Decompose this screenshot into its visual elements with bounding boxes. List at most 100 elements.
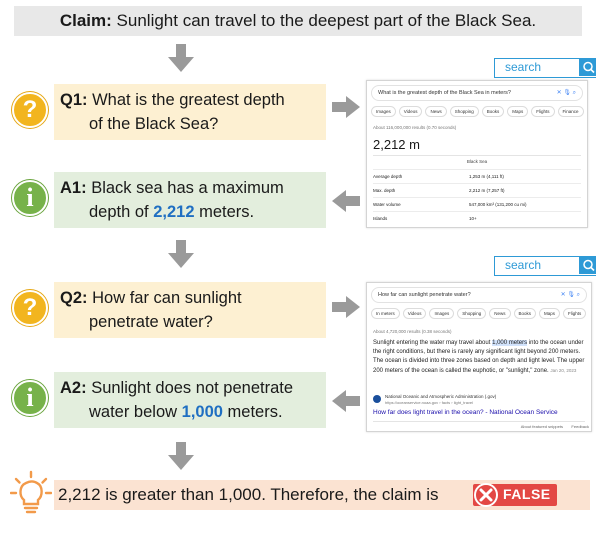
result1-tab[interactable]: Books: [481, 106, 505, 117]
left-arrow-icon: [332, 390, 360, 412]
answer-card-a2: A2: Sunlight does not penetrate water be…: [54, 372, 326, 428]
search-button[interactable]: [579, 257, 596, 274]
result1-tab[interactable]: Videos: [398, 106, 423, 117]
table-value: 10+: [469, 216, 477, 221]
conclusion-text: 2,212 is greater than 1,000. Therefore, …: [58, 485, 439, 504]
result2-tab[interactable]: Images: [429, 308, 455, 319]
search-result-2: How far can sunlight penetrate water? ✕ …: [366, 282, 592, 432]
result2-query-bar: How far can sunlight penetrate water? ✕ …: [371, 287, 587, 303]
false-verdict-badge: FALSE: [473, 483, 557, 507]
a1-label: A1:: [60, 179, 87, 197]
info-icon: i: [12, 380, 48, 416]
result1-tab[interactable]: News: [425, 106, 447, 117]
right-arrow-icon: [332, 96, 360, 118]
search-toolbar-icons: ✕ 🎙 ⌕: [560, 292, 580, 298]
claim-box: Claim: Sunlight can travel to the deepes…: [14, 6, 582, 36]
table-value: 547,000 km³ (131,200 cu mi): [469, 202, 527, 207]
down-arrow-icon: [168, 240, 194, 268]
result1-query: What is the greatest depth of the Black …: [378, 90, 511, 96]
snippet-highlight: 1,000 meters: [492, 340, 528, 346]
table-row: Max. depth 2,212 m (7,257 ft): [373, 183, 581, 197]
result2-tab[interactable]: Videos: [402, 308, 427, 319]
question-icon: ?: [12, 92, 48, 128]
a1-line2-pre: depth of: [89, 203, 154, 221]
question-card-q2: Q2: How far can sunlight penetrate water…: [54, 282, 326, 338]
result1-tab[interactable]: Finance: [557, 106, 584, 117]
result2-tab[interactable]: Shopping: [457, 308, 487, 319]
result2-snippet: Sunlight entering the water may travel a…: [373, 339, 585, 376]
snippet-text: into the ocean under the right condition…: [373, 340, 585, 374]
lightbulb-icon: [10, 470, 52, 514]
table-key: Average depth: [373, 174, 403, 179]
table-key: Water volume: [373, 202, 401, 207]
result2-meta: About 4,720,000 results (0.38 seconds): [373, 329, 452, 334]
result2-tab[interactable]: Books: [513, 308, 537, 319]
search-button[interactable]: [579, 59, 596, 76]
footer-about[interactable]: About featured snippets: [520, 424, 563, 429]
claim-text: Sunlight can travel to the deepest part …: [116, 11, 537, 30]
table-key: Islands: [373, 216, 388, 221]
result1-table: Average depth 1,253 m (4,111 ft) Max. de…: [373, 169, 581, 225]
q1-line2: of the Black Sea?: [89, 115, 219, 133]
a2-line2-pre: water below: [89, 403, 182, 421]
result1-meta: About 116,000,000 results (0.70 seconds): [373, 125, 457, 130]
q1-line1: What is the greatest depth: [92, 91, 285, 109]
info-icon: i: [12, 180, 48, 216]
table-row: Islands 10+: [373, 211, 581, 225]
q1-label: Q1:: [60, 91, 88, 109]
result1-tab[interactable]: Shopping: [449, 106, 479, 117]
down-arrow-icon: [168, 44, 194, 72]
magnifier-icon: [583, 259, 595, 272]
table-key: Max. depth: [373, 188, 396, 193]
result1-answer: 2,212 m: [373, 137, 420, 152]
result1-tab[interactable]: Flights: [531, 106, 555, 117]
result1-table-title: Black Sea: [466, 159, 488, 164]
result1-query-bar: What is the greatest depth of the Black …: [371, 85, 583, 101]
left-arrow-icon: [332, 190, 360, 212]
search-result-1: What is the greatest depth of the Black …: [366, 80, 588, 228]
result1-tab[interactable]: Images: [371, 106, 396, 117]
result2-link[interactable]: How far does light travel in the ocean? …: [373, 409, 558, 416]
answer-card-a1: A1: Black sea has a maximum depth of 2,2…: [54, 172, 326, 228]
search-toolbar-icons: ✕ 🎙 ⌕: [556, 90, 576, 96]
search-label: search: [505, 60, 542, 74]
search-box[interactable]: search: [494, 256, 596, 276]
snippet-date: Jan 20, 2023: [550, 368, 577, 373]
snippet-text: Sunlight entering the water may travel a…: [373, 340, 493, 346]
result2-source: National Oceanic and Atmospheric Adminis…: [385, 394, 497, 399]
divider: [373, 155, 581, 156]
table-value: 1,253 m (4,111 ft): [469, 174, 504, 179]
search-box[interactable]: search: [494, 58, 596, 78]
a2-line2-post: meters.: [222, 403, 283, 421]
down-arrow-icon: [168, 442, 194, 470]
magnifier-icon: [583, 61, 595, 74]
a1-depth-value: 2,212: [153, 203, 195, 221]
table-row: Water volume 547,000 km³ (131,200 cu mi): [373, 197, 581, 211]
result2-tab[interactable]: Maps: [539, 308, 561, 319]
table-row: Average depth 1,253 m (4,111 ft): [373, 169, 581, 183]
claim-label: Claim:: [59, 11, 112, 30]
result1-tab[interactable]: Maps: [507, 106, 529, 117]
result2-query: How far can sunlight penetrate water?: [378, 292, 471, 298]
right-arrow-icon: [332, 296, 360, 318]
result2-source-url: https://oceanservice.noaa.gov › facts › …: [385, 400, 474, 405]
result2-tab[interactable]: Flights: [563, 308, 587, 319]
question-icon: ?: [12, 290, 48, 326]
q2-line1: How far can sunlight: [92, 289, 242, 307]
result2-tab[interactable]: News: [489, 308, 511, 319]
a2-depth-value: 1,000: [181, 403, 223, 421]
result1-tabs: Images Videos News Shopping Books Maps F…: [371, 106, 584, 117]
a2-label: A2:: [60, 379, 87, 397]
result2-tabs: In meters Videos Images Shopping News Bo…: [371, 308, 587, 319]
question-card-q1: Q1: What is the greatest depth of the Bl…: [54, 84, 326, 140]
noaa-logo-icon: [373, 395, 381, 403]
q2-label: Q2:: [60, 289, 88, 307]
q2-line2: penetrate water?: [89, 313, 213, 331]
table-value: 2,212 m (7,257 ft): [469, 188, 505, 193]
cross-icon: [474, 483, 498, 507]
footer-feedback[interactable]: Feedback: [571, 424, 589, 429]
false-label: FALSE: [503, 486, 551, 502]
a2-line2: water below 1,000 meters.: [60, 400, 320, 424]
a1-line1: Black sea has a maximum: [91, 179, 284, 197]
result2-tab[interactable]: In meters: [371, 308, 400, 319]
